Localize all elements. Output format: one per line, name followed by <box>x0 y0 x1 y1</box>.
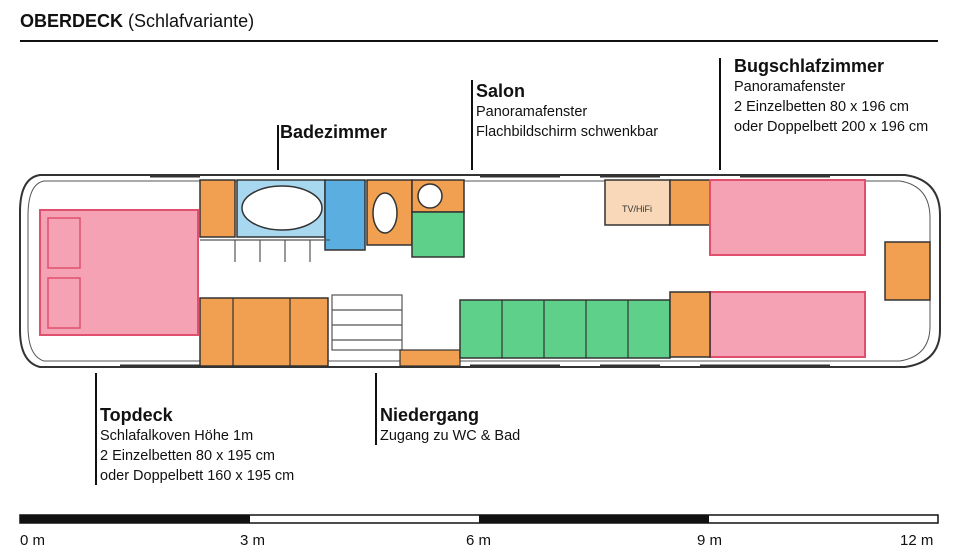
bath-cabinet <box>199 179 236 238</box>
scale-tick-9: 9 m <box>697 532 723 549</box>
page-title: OBERDECK (Schlafvariante) <box>20 11 255 31</box>
lower-cabinet-orange <box>399 349 461 367</box>
scale-bar <box>19 514 939 524</box>
bow-bed-bottom <box>709 291 866 358</box>
hull-inner <box>27 180 931 362</box>
stairs-upper <box>200 239 330 262</box>
scale-tick-3: 3 m <box>240 532 266 549</box>
leader-lines <box>95 58 721 485</box>
stairs-niedergang <box>331 294 403 351</box>
label-bugschlafzimmer: Bugschlafzimmer Panoramafenster 2 Einzel… <box>734 56 929 135</box>
bow-wardrobe <box>669 179 711 226</box>
bow-nose-cabinet <box>884 241 931 301</box>
tv-label: TV/HiFi <box>622 204 652 214</box>
topdeck-pillow-bottom <box>47 277 81 329</box>
label-salon: Salon Panoramafenster Flachbildschirm sc… <box>476 81 659 140</box>
bow-cabinet-lower <box>669 291 711 358</box>
scale-tick-6: 6 m <box>466 532 492 549</box>
sofa-cushions <box>501 300 629 358</box>
bow-bed-top <box>709 179 866 256</box>
topdeck-pillow-top <box>47 217 81 269</box>
shower <box>324 179 366 251</box>
sink <box>372 192 398 234</box>
tv-cabinet <box>604 179 671 226</box>
scale-tick-0: 0 m <box>20 532 46 549</box>
label-niedergang: Niedergang Zugang zu WC & Bad <box>380 405 521 444</box>
scale-tick-12: 12 m <box>900 532 934 549</box>
wc-bowl <box>417 183 443 209</box>
salon-green-seat <box>411 211 465 258</box>
bathtub <box>241 185 323 231</box>
title-underline <box>20 40 938 42</box>
salon-sofa <box>459 299 671 359</box>
label-topdeck: Topdeck Schlafalkoven Höhe 1m 2 Einzelbe… <box>100 405 295 484</box>
lower-left-cabinet <box>199 297 329 367</box>
label-badezimmer: Badezimmer <box>280 122 388 142</box>
window-marks <box>120 174 830 368</box>
